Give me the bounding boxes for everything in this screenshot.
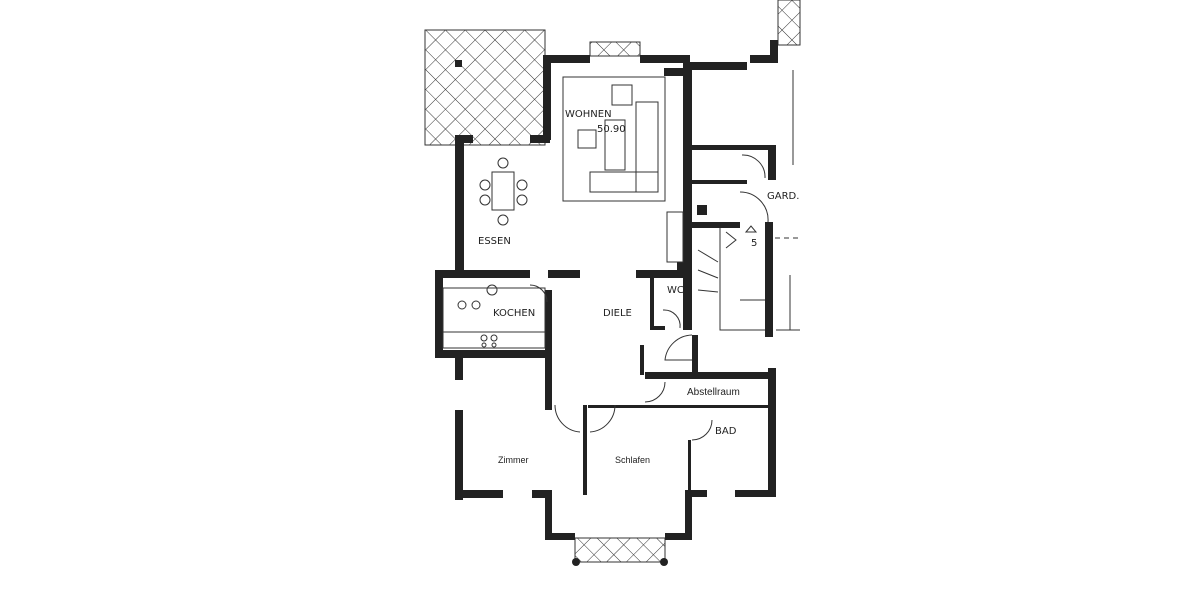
fixtures: [442, 70, 800, 441]
room-label-zimmer: Zimmer: [498, 455, 529, 465]
room-label-abstellraum: Abstellraum: [687, 387, 740, 398]
room-label-garderobe: GARD.: [767, 191, 799, 202]
room-label-kochen: KOCHEN: [493, 308, 535, 319]
room-label-wc: WC: [667, 285, 684, 296]
room-area-wohnen: 50.90: [597, 124, 626, 135]
room-label-schlafen: Schlafen: [615, 455, 650, 465]
stairs-label: 5: [751, 238, 757, 249]
room-label-essen: ESSEN: [478, 236, 511, 247]
room-label-wohnen: WOHNEN: [565, 109, 612, 120]
room-label-bad: BAD: [715, 426, 737, 437]
balcony-top: [589, 41, 641, 57]
balcony-bottom: [574, 537, 666, 563]
walls: [435, 40, 778, 540]
terrace: [424, 29, 546, 146]
room-label-diele: DIELE: [603, 308, 632, 319]
